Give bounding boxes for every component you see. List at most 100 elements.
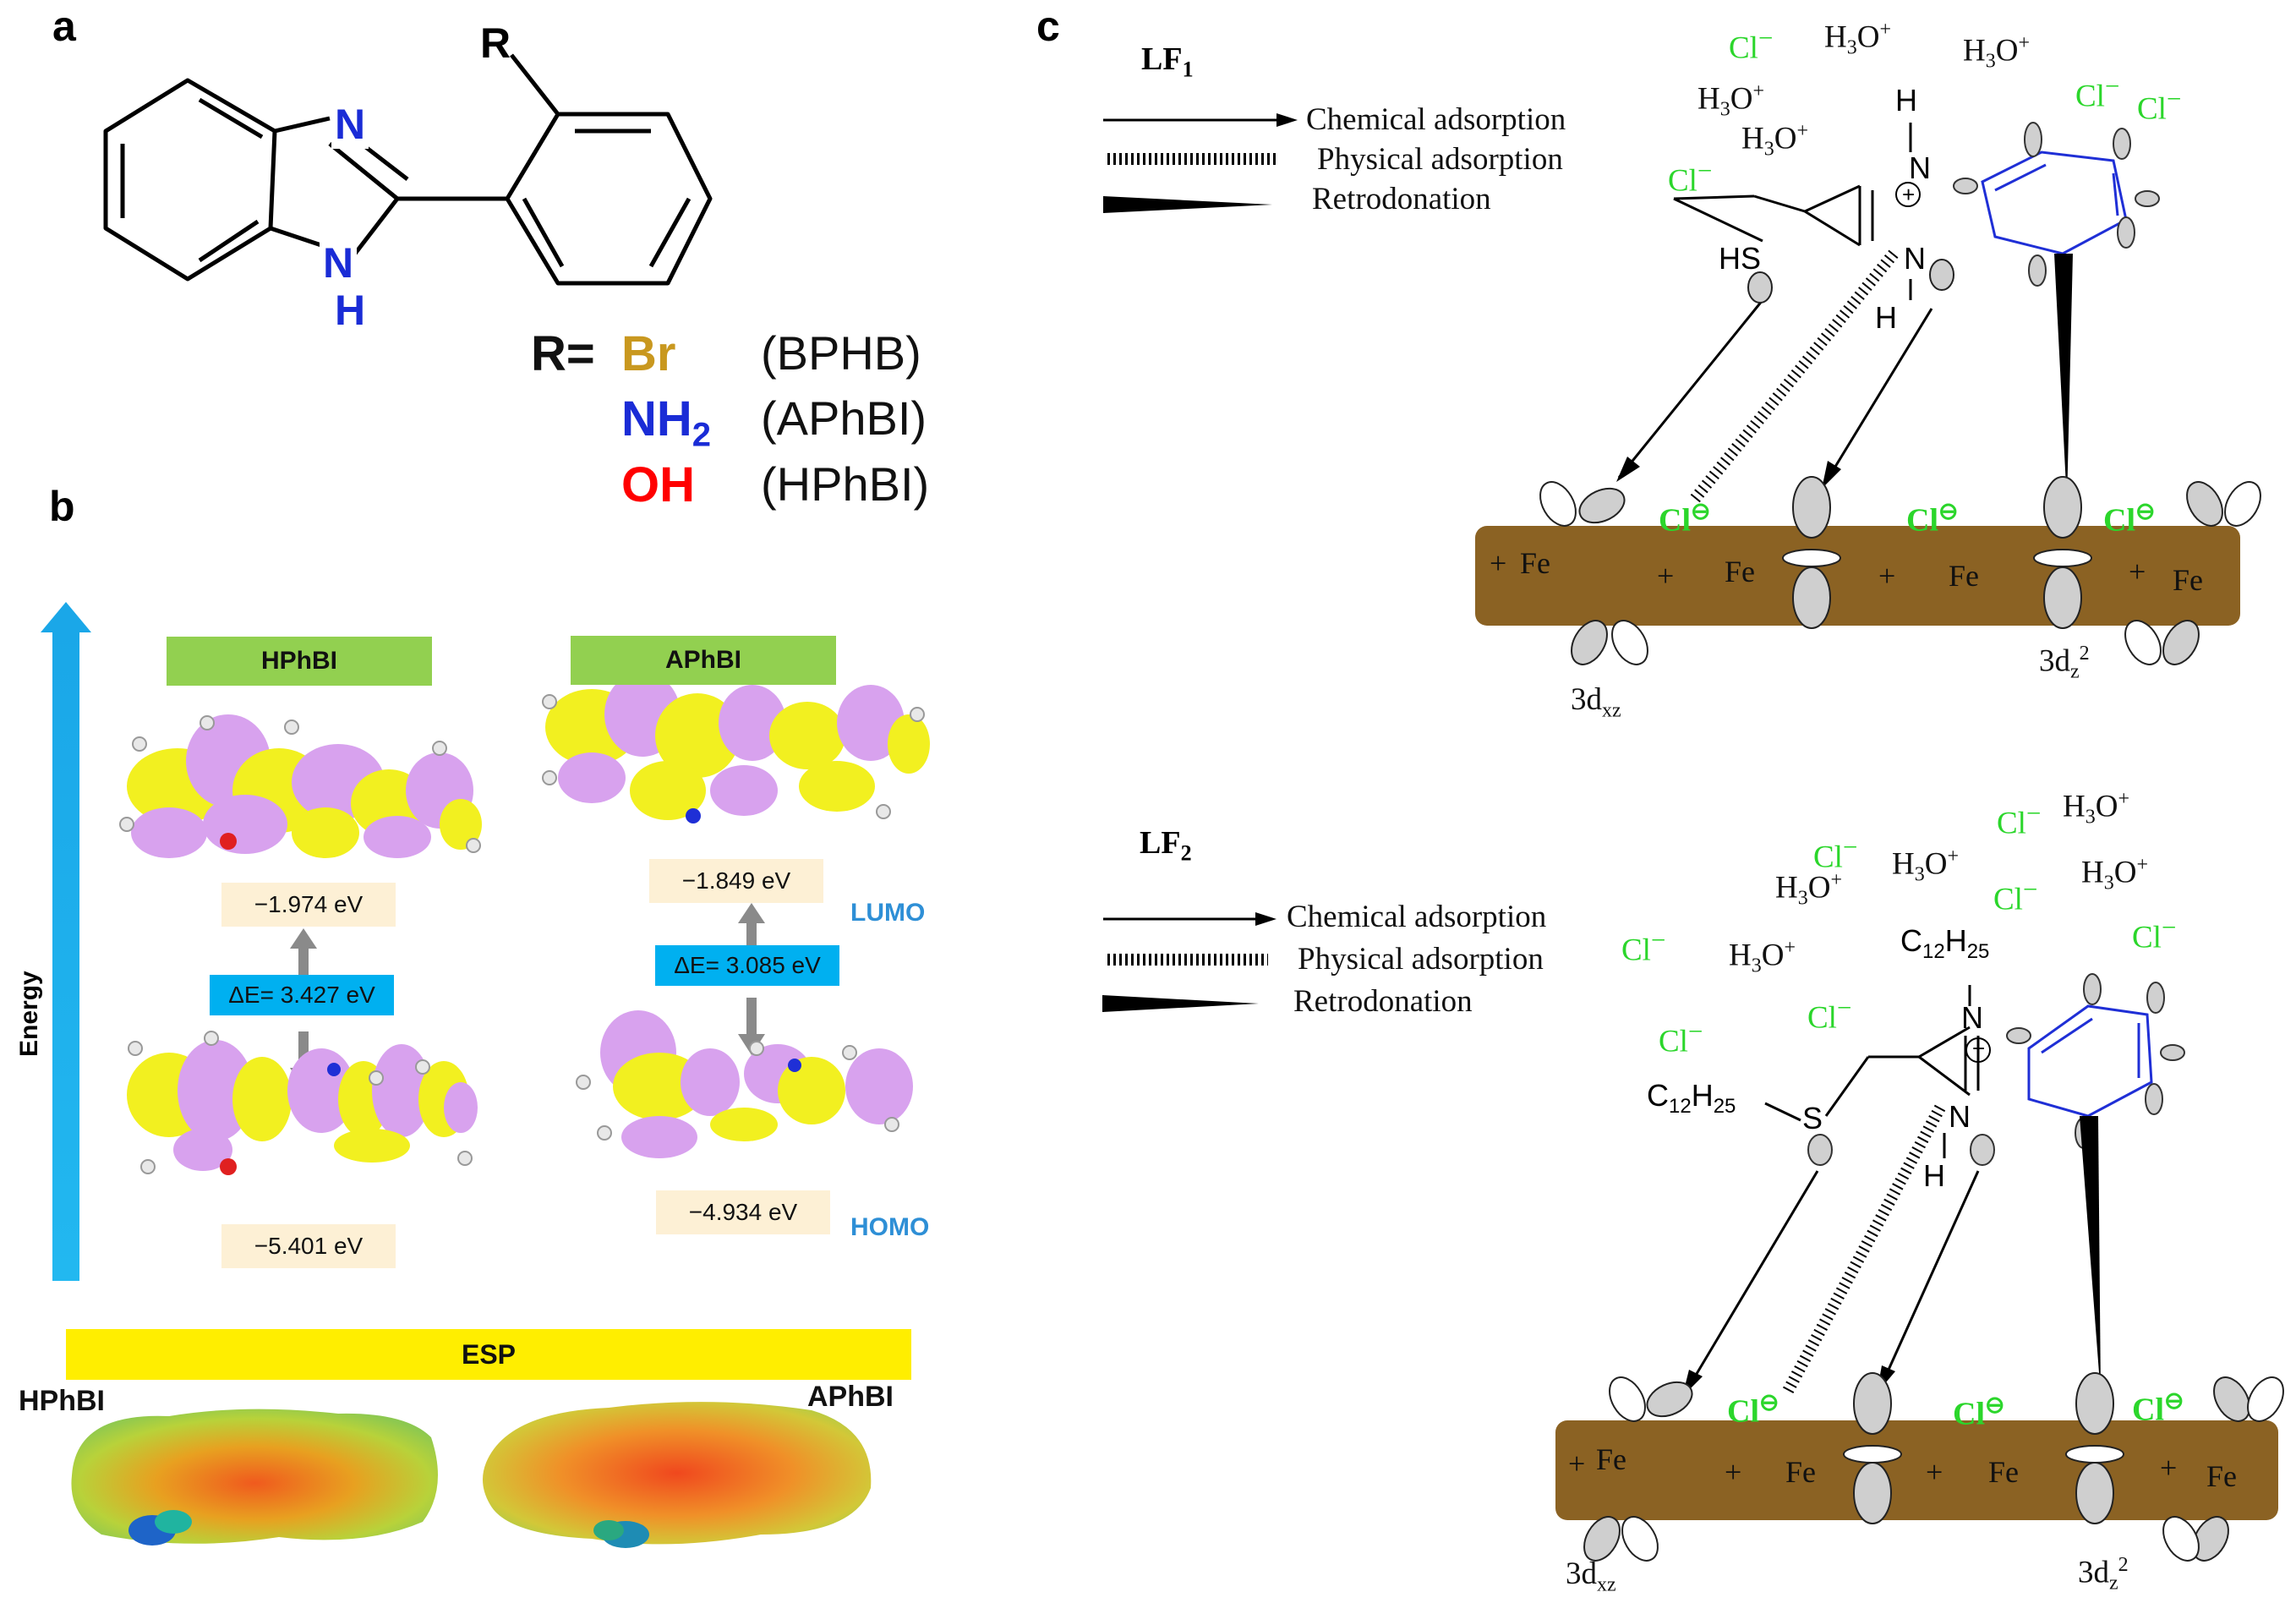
substituent-oh: OH xyxy=(621,457,695,512)
lf2-plus-2: + xyxy=(1725,1455,1742,1489)
lf1-cl-4: Cl− xyxy=(1668,156,1713,199)
lf2-surface-cl-3: Cl⊖ xyxy=(2132,1388,2184,1428)
lf1-cl-2: Cl− xyxy=(2075,72,2120,114)
lf1-atom-h-top: H xyxy=(1895,83,1917,118)
substituent-nh2: NH2 xyxy=(621,391,712,454)
lf1-plus-1: + xyxy=(1490,546,1507,580)
atom-n-top: N xyxy=(331,100,369,149)
lf2-cl-7: Cl− xyxy=(1659,1017,1703,1059)
lf2-cl-1: Cl− xyxy=(1997,799,2042,841)
lf2-molecule xyxy=(1764,985,1980,1158)
lf2-fe-2: Fe xyxy=(1785,1455,1816,1489)
lf1-atom-n-bottom: N xyxy=(1904,241,1926,276)
lf2-title: LF2 xyxy=(1140,825,1192,866)
lf2-atom-h-bottom: H xyxy=(1923,1158,1945,1193)
lf1-pyridinium-ring xyxy=(1981,150,2128,255)
lf2-cl-3: Cl− xyxy=(1993,875,2038,917)
lf2-fe-3: Fe xyxy=(1988,1455,2019,1489)
aphbi-gap: ΔE= 3.085 eV xyxy=(655,945,839,986)
esp-aphbi-label: APhBI xyxy=(807,1381,894,1413)
lf1-cl-1: Cl− xyxy=(1729,24,1774,66)
atom-n-bottom: N xyxy=(320,238,358,287)
lf2-chain-left: C12H25 xyxy=(1647,1078,1736,1119)
lf1-legend-physical: Physical adsorption xyxy=(1317,142,1563,177)
aphbi-title-box: APhBI xyxy=(571,636,836,685)
lf1-plus-charge: + xyxy=(1902,182,1916,207)
hphbi-title-box: HPhBI xyxy=(167,637,432,686)
lf2-legend-chemical: Chemical adsorption xyxy=(1287,900,1547,934)
lf1-fe-4: Fe xyxy=(2173,563,2203,597)
lf2-atom-n-top: N xyxy=(1961,1000,1983,1035)
aphbi-lumo-energy: −1.849 eV xyxy=(649,859,823,903)
r-symbol: R xyxy=(480,19,511,67)
panel-label-c: c xyxy=(1036,3,1060,50)
lf1-surface-cl-2: Cl⊖ xyxy=(1906,499,1959,539)
energy-arrow xyxy=(52,630,79,1281)
esp-hphbi-label: HPhBI xyxy=(19,1385,105,1417)
lf2-cl-6: Cl− xyxy=(1807,993,1852,1036)
lf1-atom-n-top: N xyxy=(1909,150,1931,185)
name-hphbi: (HPhBI) xyxy=(761,457,930,511)
lf2-fe-1: Fe xyxy=(1596,1442,1626,1476)
lf1-molecule xyxy=(1673,123,1912,300)
lf1-surface-cl-3: Cl⊖ xyxy=(2103,499,2156,539)
name-bphb: (BPHB) xyxy=(761,326,921,380)
panel-label-b: b xyxy=(49,483,75,530)
lf1-iron-surface xyxy=(1475,526,2240,626)
lf2-fe-4: Fe xyxy=(2206,1459,2237,1493)
lf1-thiol: HS xyxy=(1719,241,1762,276)
lf2-legend-retro: Retrodonation xyxy=(1293,984,1473,1019)
lf2-pyridinium-ring xyxy=(2027,1004,2153,1118)
lf2-surface-cl-2: Cl⊖ xyxy=(1953,1392,2005,1432)
lf1-h3o-4: H3O+ xyxy=(1741,120,1809,161)
lf2-cl-5: Cl− xyxy=(1621,926,1666,968)
substituent-br: Br xyxy=(621,326,676,381)
lf2-h3o-3: H3O+ xyxy=(1775,869,1843,910)
aphbi-esp-surface xyxy=(483,1402,872,1545)
r-equals: R= xyxy=(531,326,595,381)
lf1-orbital-3dxz: 3dxz xyxy=(1571,682,1621,722)
hphbi-homo-energy: −5.401 eV xyxy=(221,1224,396,1268)
lf1-cl-3: Cl− xyxy=(2137,85,2182,127)
panel-label-a: a xyxy=(52,3,76,50)
lf1-h3o-1: H3O+ xyxy=(1824,19,1892,59)
lf1-legend-chemical: Chemical adsorption xyxy=(1306,102,1566,137)
name-aphbi: (APhBI) xyxy=(761,391,927,445)
lf2-cl-2: Cl− xyxy=(1813,833,1858,875)
lf2-atom-n-bottom: N xyxy=(1949,1099,1971,1134)
hphbi-gap: ΔE= 3.427 eV xyxy=(210,975,394,1015)
lf1-surface-cl-1: Cl⊖ xyxy=(1659,499,1711,539)
homo-label: HOMO xyxy=(850,1213,930,1241)
atom-h-bottom: H xyxy=(335,287,366,334)
lf2-h3o-4: H3O+ xyxy=(2081,854,2149,895)
lf2-plus-1: + xyxy=(1568,1447,1586,1480)
lf2-h3o-5: H3O+ xyxy=(1729,937,1796,977)
esp-bar: ESP xyxy=(66,1329,911,1380)
lf1-plus-4: + xyxy=(2129,555,2146,588)
lf2-surface-cl-1: Cl⊖ xyxy=(1727,1390,1779,1430)
lf1-fe-3: Fe xyxy=(1949,559,1979,593)
lf1-plus-2: + xyxy=(1657,559,1675,593)
lf1-plus-3: + xyxy=(1878,559,1896,593)
lf2-plus-3: + xyxy=(1926,1455,1943,1489)
hphbi-esp-surface xyxy=(71,1409,438,1544)
lf2-h3o-1: H3O+ xyxy=(2063,788,2130,829)
lf2-cl-4: Cl− xyxy=(2132,913,2177,955)
lf1-orbital-3dz2: 3dz2 xyxy=(2039,643,2090,683)
lf1-h3o-2: H3O+ xyxy=(1963,32,2031,73)
lf2-plus-charge: + xyxy=(1972,1036,1986,1061)
hphbi-lumo-orbital xyxy=(119,714,482,858)
lf2-h3o-2: H3O+ xyxy=(1892,845,1960,886)
hphbi-homo-orbital xyxy=(127,1031,478,1175)
lf1-atom-h-bottom: H xyxy=(1875,300,1897,335)
lf2-plus-4: + xyxy=(2160,1451,2178,1485)
lf2-orbital-3dz2: 3dz2 xyxy=(2078,1554,2129,1595)
hphbi-lumo-energy: −1.974 eV xyxy=(221,883,396,927)
lf1-h3o-3: H3O+ xyxy=(1697,80,1765,121)
lf1-title: LF1 xyxy=(1141,41,1194,82)
lf2-sulfur: S xyxy=(1802,1101,1823,1135)
lf1-fe-2: Fe xyxy=(1725,555,1755,588)
lf1-fe-1: Fe xyxy=(1520,546,1550,580)
lf2-chain-top: C12H25 xyxy=(1900,923,1990,964)
